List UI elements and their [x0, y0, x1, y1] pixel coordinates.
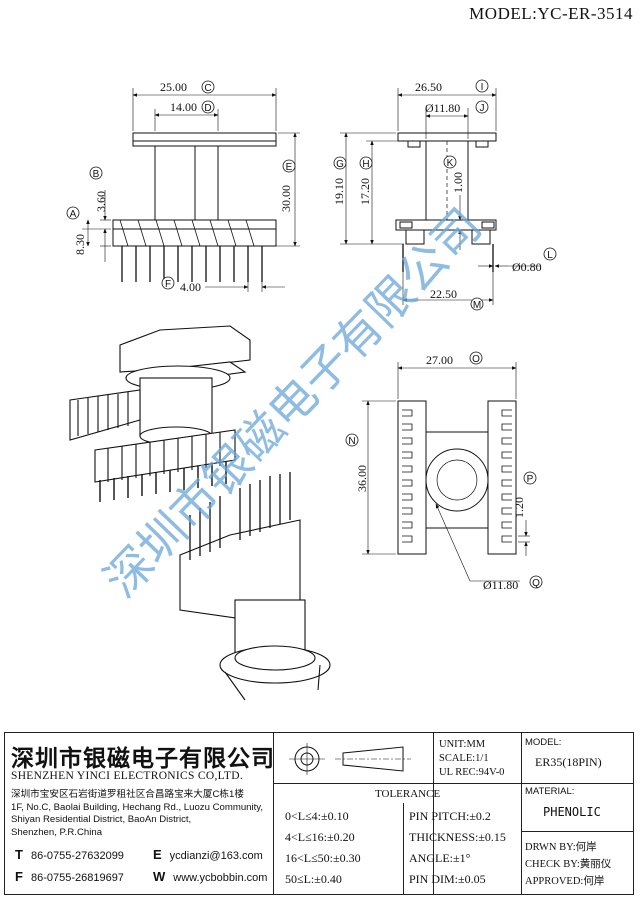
dim-e: 30.00	[279, 185, 293, 212]
address-line: Shenzhen, P.R.China	[11, 826, 103, 838]
dim-c: 25.00	[160, 80, 187, 94]
address-line: Shiyan Residential District, BaoAn Distr…	[11, 814, 192, 825]
dim-q: Ø11.80	[483, 578, 518, 592]
approved-by: APPROVED:何岸	[525, 876, 605, 887]
dim-n: 36.00	[355, 465, 369, 492]
title-block: 深圳市银磁电子有限公司 SHENZHEN YINCI ELECTRONICS C…	[4, 732, 634, 895]
marker-d: D	[204, 103, 211, 114]
model-value: ER35(18PIN)	[535, 755, 602, 769]
marker-n: N	[348, 436, 355, 447]
tolerance-1: 0<L≤4:±0.10	[285, 809, 349, 823]
thickness: THICKNESS:±0.15	[409, 830, 506, 844]
material-value: PHENOLIC	[543, 805, 601, 819]
tolerance-2: 4<L≤16:±0.20	[285, 830, 355, 844]
dim-a: 8.30	[73, 234, 87, 255]
marker-f: F	[165, 279, 171, 290]
marker-q: Q	[532, 578, 540, 589]
dim-f: 4.00	[180, 280, 201, 294]
tolerance-3: 16<L≤50:±0.30	[285, 851, 361, 865]
pin-dim: PIN DIM:±0.05	[409, 872, 486, 886]
web-label: W	[153, 869, 166, 884]
side-view	[340, 88, 540, 305]
marker-p: P	[527, 474, 534, 485]
address-line: 深圳市宝安区石岩街道罗租社区合昌路宝来大厦C栋1楼	[11, 789, 244, 800]
dim-g: 19.10	[332, 178, 346, 205]
marker-k: K	[447, 158, 454, 169]
technical-drawing: 25.00 14.00 30.00 3.60 8.30 4.00 26.50 Ø…	[66, 79, 557, 701]
marker-j: J	[480, 103, 485, 114]
marker-c: C	[204, 83, 211, 94]
scale: SCALE:1/1	[439, 753, 489, 764]
dim-o: 27.00	[426, 353, 453, 367]
dim-p: 1.20	[512, 497, 526, 518]
tel-value: 86-0755-27632099	[30, 850, 124, 862]
marker-i: I	[481, 82, 484, 93]
web-value: www.ycbobbin.com	[173, 872, 268, 884]
marker-o: O	[472, 354, 480, 365]
tolerance-4: 50≤L:±0.40	[285, 872, 342, 886]
marker-l: L	[547, 250, 553, 261]
tolerance-title: TOLERANCE	[375, 788, 441, 800]
marker-a: A	[70, 209, 77, 220]
fax-label: F	[15, 869, 23, 884]
dim-k: 1.00	[451, 172, 465, 193]
marker-h: H	[362, 159, 369, 170]
unit: UNIT:MM	[439, 739, 486, 750]
tel-label: T	[15, 847, 23, 862]
angle: ANGLE:±1°	[409, 851, 471, 865]
fax-row: F 86-0755-26819697	[15, 869, 124, 884]
dim-i: 26.50	[415, 80, 442, 94]
tel-row: T 86-0755-27632099	[15, 847, 124, 862]
model-label: MODEL:	[525, 737, 562, 748]
dim-h: 17.20	[358, 178, 372, 205]
email-value: ycdianzi@163.com	[169, 850, 263, 862]
dim-j: Ø11.80	[425, 101, 460, 115]
ul-rec: UL REC:94V-0	[439, 767, 505, 778]
check-by: CHECK BY:黄丽仪	[525, 859, 612, 870]
marker-m: M	[473, 300, 481, 311]
material-label: MATERIAL:	[525, 786, 575, 797]
company-name-cn: 深圳市银磁电子有限公司	[11, 746, 275, 772]
marker-g: G	[336, 159, 344, 170]
marker-e: E	[286, 162, 293, 173]
pin-pitch: PIN PITCH:±0.2	[409, 809, 491, 823]
model-title: MODEL:YC-ER-3514	[469, 4, 633, 23]
dim-l: Ø0.80	[512, 260, 542, 274]
projection-symbol	[289, 743, 411, 775]
dim-m: 22.50	[430, 287, 457, 301]
dim-d: 14.00	[170, 100, 197, 114]
iso-view-bottom	[179, 472, 331, 701]
front-view	[82, 88, 300, 292]
dim-b: 3.60	[94, 191, 108, 212]
company-name-en: SHENZHEN YINCI ELECTRONICS CO,LTD.	[11, 770, 243, 782]
marker-b: B	[93, 169, 100, 180]
drawn-by: DRWN BY:何岸	[525, 842, 597, 853]
fax-value: 86-0755-26819697	[30, 872, 124, 884]
company-address: 深圳市宝安区石岩街道罗租社区合昌路宝来大厦C栋1楼 1F, No.C, Baol…	[11, 789, 263, 839]
iso-view-top	[69, 325, 251, 502]
address-line: 1F, No.C, Baolai Building, Hechang Rd., …	[11, 801, 264, 813]
bottom-view	[362, 362, 530, 582]
email-label: E	[153, 847, 162, 862]
